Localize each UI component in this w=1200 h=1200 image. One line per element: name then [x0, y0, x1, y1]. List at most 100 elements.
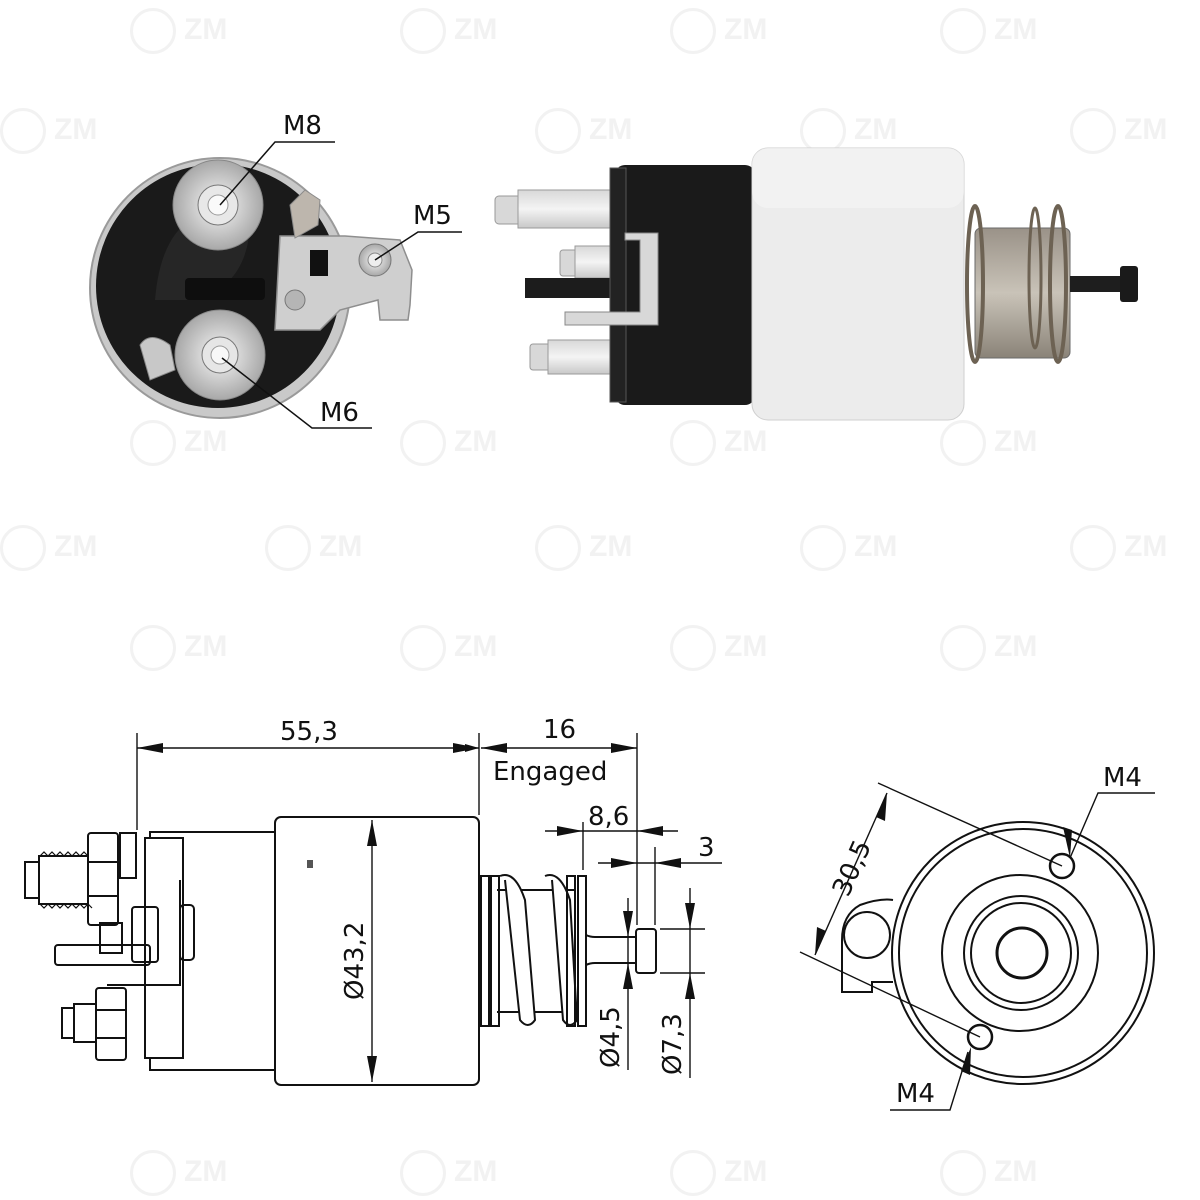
washer	[119, 832, 137, 879]
lead-wire-tab	[139, 337, 176, 381]
thread-pattern	[39, 851, 93, 909]
zm-logo-icon	[1070, 108, 1116, 154]
dim-hole-spacing	[814, 792, 888, 956]
arrowhead	[1063, 827, 1072, 858]
m6-stud	[547, 339, 617, 375]
zm-logo-icon	[130, 8, 176, 54]
zm-logo-icon	[670, 420, 716, 466]
watermark: ZM	[1070, 525, 1167, 571]
watermark: ZM	[940, 1150, 1037, 1196]
spring-ring	[1048, 204, 1068, 364]
cap-plate	[144, 837, 184, 1059]
zm-logo-icon	[400, 8, 446, 54]
zm-logo-icon	[940, 420, 986, 466]
watermark: ZM	[670, 420, 767, 466]
lower-m4-label: M4	[896, 1079, 935, 1109]
side-bracket	[564, 232, 659, 326]
zm-logo-icon	[265, 525, 311, 571]
spring-coil	[544, 874, 579, 1026]
boss-inner-ring-2	[970, 902, 1072, 1004]
zm-logo-icon	[1070, 525, 1116, 571]
watermark: ZM	[130, 1150, 227, 1196]
plunger-shaft	[585, 934, 636, 966]
boss-inner-ring	[963, 895, 1079, 1011]
zm-logo-icon	[130, 1150, 176, 1196]
photo-end-view: M8 M5 M6	[89, 111, 462, 429]
photo-side-view	[494, 147, 1138, 421]
zm-logo-icon	[400, 420, 446, 466]
zm-logo-icon	[800, 525, 846, 571]
zm-logo-icon	[130, 420, 176, 466]
spade-terminal	[54, 944, 151, 966]
zm-logo-icon	[535, 108, 581, 154]
lower-stud-thread	[73, 1003, 97, 1043]
plunger-tip	[635, 928, 657, 974]
watermark: ZM	[130, 8, 227, 54]
arrowhead	[815, 793, 887, 955]
m5-label: M5	[413, 201, 452, 231]
pin-head	[1120, 266, 1138, 302]
spring-plate	[480, 875, 490, 1027]
hole-spacing-label: 30,5	[827, 836, 878, 901]
tip-diameter-label: Ø7,3	[658, 1013, 688, 1075]
watermark: ZM	[940, 8, 1037, 54]
spring-plate	[577, 875, 587, 1027]
watermark: ZM	[1070, 108, 1167, 154]
watermark: ZM	[400, 8, 497, 54]
bracket-clip	[179, 904, 195, 961]
body-marker	[307, 860, 313, 868]
housing-highlight	[752, 148, 964, 208]
watermark: ZM	[130, 625, 227, 671]
spring-plate	[490, 875, 500, 1027]
spring-ring	[965, 204, 985, 364]
plunger-offset-label: 8,6	[588, 802, 629, 832]
zm-logo-icon	[670, 8, 716, 54]
drawing-body	[274, 816, 480, 1086]
upper-stud-tip	[24, 861, 40, 899]
zm-logo-icon	[400, 1150, 446, 1196]
upper-m4-label: M4	[1103, 763, 1142, 793]
watermark: ZM	[400, 1150, 497, 1196]
inner-ring	[898, 828, 1148, 1078]
plunger-pin	[1070, 276, 1130, 292]
shaft-diameter-label: Ø4,5	[596, 1006, 626, 1068]
arrowhead	[961, 1047, 971, 1075]
middle-stud	[99, 922, 123, 954]
middle-nut	[131, 906, 159, 963]
arrowhead	[685, 903, 695, 999]
watermark: ZM	[940, 420, 1037, 466]
watermark: ZM	[400, 625, 497, 671]
lower-nut	[95, 987, 127, 1061]
m8-stud	[517, 189, 619, 229]
upper-nut	[87, 832, 119, 926]
boss-ring	[941, 874, 1099, 1032]
engaged-label: Engaged	[493, 757, 607, 787]
black-cap	[615, 165, 755, 405]
zm-logo-icon	[940, 1150, 986, 1196]
watermark: ZM	[670, 8, 767, 54]
m8-leader-line	[219, 141, 335, 206]
lower-m4-hole	[966, 1023, 994, 1051]
upper-stud-thread	[38, 855, 89, 905]
watermark: ZM	[800, 525, 897, 571]
outer-ring	[891, 821, 1155, 1085]
extension-line	[799, 951, 981, 1038]
zm-logo-icon	[670, 625, 716, 671]
upper-m4-leader	[1069, 792, 1155, 859]
weld-tab	[289, 189, 321, 239]
plunger-travel-label: 16	[543, 715, 576, 745]
upper-m4-hole	[1048, 852, 1076, 880]
mount-ear	[841, 898, 894, 993]
zm-logo-icon	[130, 625, 176, 671]
watermark: ZM	[670, 625, 767, 671]
body-length-label: 55,3	[280, 717, 338, 747]
m8-bolt-head	[207, 194, 229, 216]
bracket-rivet	[284, 289, 306, 311]
lower-stud-tip	[61, 1007, 75, 1039]
watermark: ZM	[535, 108, 632, 154]
arrowhead	[623, 911, 633, 989]
cap-slot	[185, 278, 265, 300]
watermark: ZM	[670, 1150, 767, 1196]
spring-plate	[566, 875, 576, 1027]
watermark: ZM	[940, 625, 1037, 671]
